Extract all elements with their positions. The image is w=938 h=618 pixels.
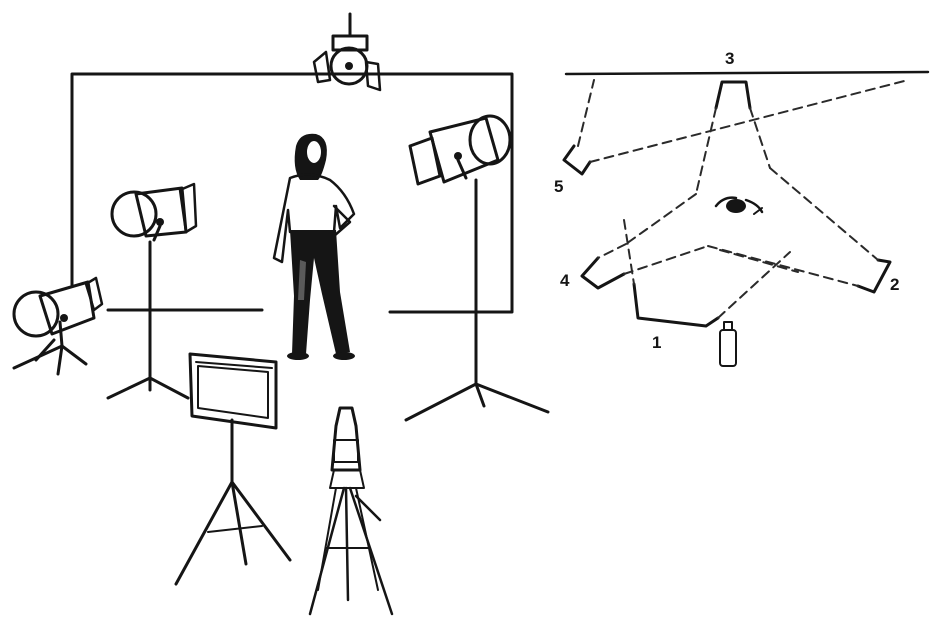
plan-camera-icon xyxy=(719,321,737,367)
plan-camera-1-path xyxy=(632,282,720,328)
plan-label-4: 4 xyxy=(560,271,570,290)
plan-label-1: 1 xyxy=(652,333,662,352)
plan-light-4-icon xyxy=(580,256,626,290)
reflector-panel-icon xyxy=(174,352,292,586)
model-person-icon xyxy=(272,133,356,360)
plan-light-2-icon xyxy=(856,258,892,294)
video-camera-icon xyxy=(308,406,394,616)
plan-subject-icon xyxy=(714,196,764,215)
plan-label-2: 2 xyxy=(890,275,900,294)
plan-light-5-icon xyxy=(562,144,592,176)
plan-light-3-icon xyxy=(714,80,752,110)
overhead-light-icon xyxy=(312,12,382,92)
floor-plan xyxy=(562,70,930,367)
backdrop-frame xyxy=(70,72,514,314)
floor-light-left-icon xyxy=(12,276,104,376)
plan-label-3: 3 xyxy=(725,49,735,68)
plan-label-5: 5 xyxy=(554,177,564,196)
stand-light-right-icon xyxy=(404,114,550,422)
stand-light-left-icon xyxy=(106,182,198,400)
